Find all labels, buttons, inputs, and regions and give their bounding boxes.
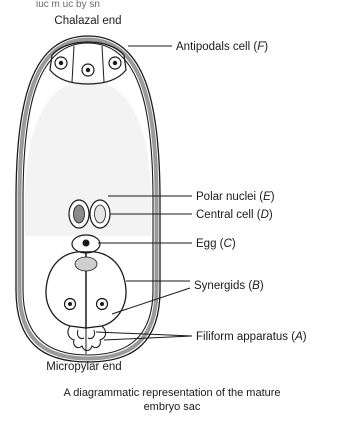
filiform-apparatus — [68, 326, 106, 354]
antipodal-cells — [50, 42, 126, 84]
synergid-nucleus-icon — [97, 299, 108, 310]
egg-apparatus — [46, 235, 126, 330]
polar-nuclei-label: Polar nuclei (E) — [196, 191, 275, 203]
chalazal-end-label: Chalazal end — [54, 15, 121, 27]
caption-line-2: embryo sac — [144, 401, 201, 413]
filiform-apparatus-label: Filiform apparatus (A) — [196, 331, 307, 343]
central-cell-label: Central cell (D) — [196, 209, 273, 221]
caption-line-1: A diagrammatic representation of the mat… — [63, 387, 280, 399]
antipodal-nucleus-icon — [109, 57, 121, 69]
synergid-nucleus-icon — [65, 299, 76, 310]
synergids-label: Synergids (B) — [194, 280, 264, 292]
antipodals-label: Antipodals cell (F) — [176, 41, 268, 53]
egg-label: Egg (C) — [196, 238, 236, 250]
micropylar-end-label: Micropylar end — [46, 361, 121, 373]
antipodal-nucleus-icon — [55, 57, 67, 69]
cropped-header-text: iuc m uc by sn — [36, 0, 100, 10]
antipodal-nucleus-icon — [82, 64, 94, 76]
